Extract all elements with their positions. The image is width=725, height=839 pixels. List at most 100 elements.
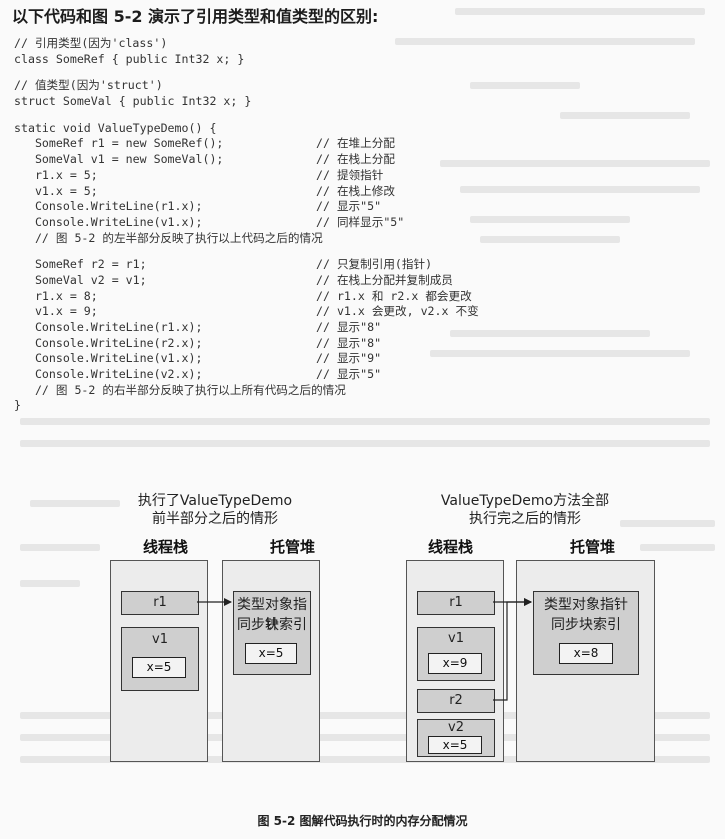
code-comment: // 在栈上分配 [316,152,395,167]
code-text: r1.x = 5; [14,167,98,182]
code-text: SomeRef r1 = new SomeRef(); [14,136,224,151]
code-text: } [14,398,21,413]
right-managed-heap: 类型对象指针 同步块索引 x=8 [516,560,655,762]
code-listing: // 引用类型(因为'class')class SomeRef { public… [14,36,534,414]
code-line: } [14,398,534,414]
left-r1-label: r1 [153,595,167,610]
right-r1-slot: r1 [417,591,495,615]
code-comment: // r1.x 和 r2.x 都会更改 [316,288,472,303]
figure-caption: 图 5-2 图解代码执行时的内存分配情况 [257,814,468,828]
right-stack-label: 线程栈 [428,538,474,556]
code-text: SomeVal v1 = new SomeVal(); [14,152,224,167]
code-text: // 图 5-2 的左半部分反映了执行以上代码之后的情况 [14,230,323,245]
code-line: Console.WriteLine(v1.x); // 显示"9" [14,351,534,367]
left-heap-object: 类型对象指针 同步块索引 x=5 [233,591,311,675]
right-thread-stack: r1 v1 x=9 r2 v2 x=5 [406,560,504,762]
code-text: static void ValueTypeDemo() { [14,120,217,135]
left-heap-label: 托管堆 [270,538,316,556]
right-title-line1: ValueTypeDemo方法全部 [440,493,610,509]
code-comment: // 同样显示"5" [316,214,405,229]
code-line: static void ValueTypeDemo() { [14,121,534,137]
code-comment: // 显示"8" [316,320,382,334]
right-r2-arrow [493,598,532,701]
left-r1-slot: r1 [121,591,199,615]
right-v1-label: v1 [448,631,464,646]
memory-diagram: 执行了ValueTypeDemo 前半部分之后的情形 线程栈 托管堆 r1 v1… [95,492,675,782]
code-comment: // 提领指针 [316,167,384,182]
right-heap-label: 托管堆 [570,538,616,556]
right-obj-type-pointer: 类型对象指针 [544,597,628,613]
code-comment: // 在栈上分配并复制成员 [316,272,453,287]
code-comment: // v1.x 会更改, v2.x 不变 [316,304,479,319]
left-obj-x-value: x=5 [245,643,297,664]
code-line [14,67,534,78]
code-text: // 图 5-2 的右半部分反映了执行以上所有代码之后的情况 [14,382,346,397]
code-line: struct SomeVal { public Int32 x; } [14,94,534,110]
left-thread-stack: r1 v1 x=5 [110,560,208,762]
code-text: v1.x = 5; [14,183,98,198]
code-line: // 图 5-2 的左半部分反映了执行以上代码之后的情况 [14,231,534,247]
code-line: r1.x = 5; // 提领指针 [14,168,534,184]
left-title-line1: 执行了ValueTypeDemo [137,493,293,509]
intro-heading: 以下代码和图 5-2 演示了引用类型和值类型的区别: [12,7,379,26]
code-text: SomeVal v2 = v1; [14,272,147,287]
left-title-line2: 前半部分之后的情形 [152,511,278,527]
left-panel-title: 执行了ValueTypeDemo 前半部分之后的情形 [95,492,335,528]
code-line: Console.WriteLine(v2.x); // 显示"5" [14,367,534,383]
code-line: Console.WriteLine(r1.x); // 显示"8" [14,320,534,336]
code-line: Console.WriteLine(r2.x); // 显示"8" [14,336,534,352]
pointer-arrows [197,598,532,701]
code-comment: // 只复制引用(指针) [316,257,433,272]
code-comment: // 在堆上分配 [316,136,395,151]
right-v1-slot: v1 x=9 [417,627,495,681]
code-text: r1.x = 8; [14,288,98,303]
code-comment: // 在栈上修改 [316,183,395,198]
right-title-line2: 执行完之后的情形 [469,511,581,527]
code-line: Console.WriteLine(v1.x); // 同样显示"5" [14,215,534,231]
right-obj-sync-index: 同步块索引 [551,617,621,633]
code-comment: // 显示"9" [316,351,382,366]
code-text: Console.WriteLine(v1.x); [14,351,203,366]
right-r2-label: r2 [449,693,463,708]
code-line: Console.WriteLine(r1.x); // 显示"5" [14,199,534,215]
code-line: class SomeRef { public Int32 x; } [14,52,534,68]
code-line: SomeRef r2 = r1; // 只复制引用(指针) [14,257,534,273]
code-text: v1.x = 9; [14,304,98,319]
right-r1-label: r1 [449,595,463,610]
left-v1-slot: v1 x=5 [121,627,199,691]
code-text: Console.WriteLine(r2.x); [14,335,203,350]
code-line: SomeVal v1 = new SomeVal(); // 在栈上分配 [14,152,534,168]
right-v1-x-value: x=9 [428,653,482,674]
code-text: Console.WriteLine(r1.x); [14,320,203,334]
code-line: v1.x = 5; // 在栈上修改 [14,184,534,200]
code-text: SomeRef r2 = r1; [14,257,147,272]
left-obj-sync-index: 同步块索引 [237,617,307,633]
code-comment: // 显示"5" [316,199,382,214]
code-line [14,110,534,121]
code-line: v1.x = 9; // v1.x 会更改, v2.x 不变 [14,304,534,320]
code-text: Console.WriteLine(r1.x); [14,199,203,214]
right-panel-title: ValueTypeDemo方法全部 执行完之后的情形 [400,492,650,528]
code-line: // 引用类型(因为'class') [14,36,534,52]
right-heap-object: 类型对象指针 同步块索引 x=8 [533,591,639,675]
code-line: r1.x = 8; // r1.x 和 r2.x 都会更改 [14,289,534,305]
right-obj-x-value: x=8 [559,643,613,664]
code-text: Console.WriteLine(v1.x); [14,214,203,229]
code-text: class SomeRef { public Int32 x; } [14,51,245,66]
left-managed-heap: 类型对象指针 同步块索引 x=5 [222,560,320,762]
code-comment: // 显示"8" [316,335,382,350]
right-v2-label: v2 [448,720,464,735]
left-v1-label: v1 [152,632,168,647]
code-text: struct SomeVal { public Int32 x; } [14,94,252,109]
code-text: // 引用类型(因为'class') [14,36,168,50]
code-text: Console.WriteLine(v2.x); [14,367,203,382]
code-line: SomeVal v2 = v1; // 在栈上分配并复制成员 [14,273,534,289]
code-line: SomeRef r1 = new SomeRef(); // 在堆上分配 [14,136,534,152]
code-line [14,246,534,257]
code-line: // 值类型(因为'struct') [14,78,534,94]
code-text: // 值类型(因为'struct') [14,78,163,93]
code-comment: // 显示"5" [316,367,382,382]
left-v1-x-value: x=5 [132,657,186,678]
code-line: // 图 5-2 的右半部分反映了执行以上所有代码之后的情况 [14,383,534,399]
